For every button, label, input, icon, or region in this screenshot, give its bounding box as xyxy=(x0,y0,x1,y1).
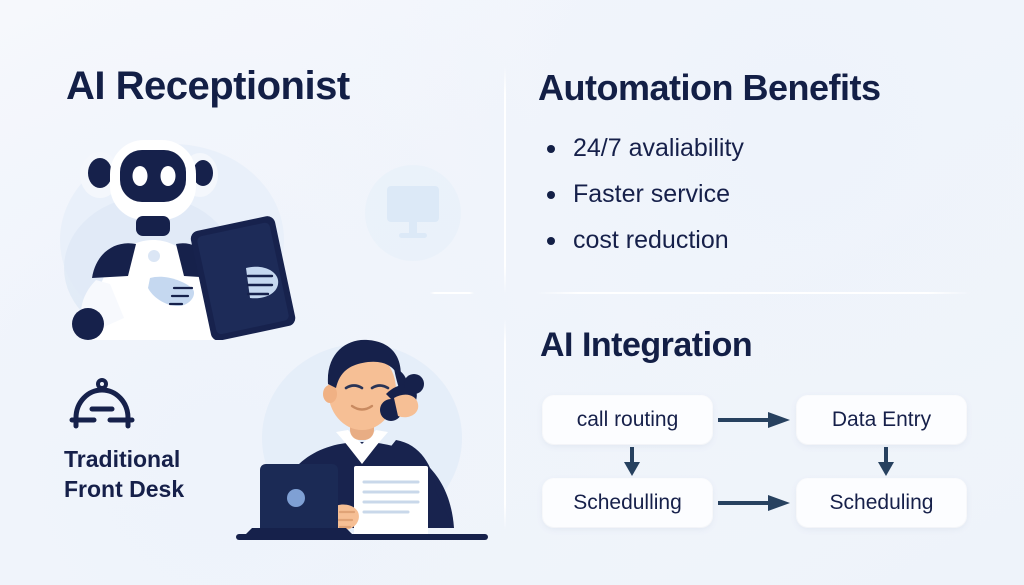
list-item: cost reduction xyxy=(540,224,744,256)
page-title: AI Receptionist xyxy=(66,64,350,108)
arrow-right-icon xyxy=(718,410,792,430)
ai-robot-illustration xyxy=(40,128,320,345)
horizontal-divider-left xyxy=(430,292,474,294)
list-item-label: 24/7 avaliability xyxy=(573,134,744,162)
receptionist-illustration xyxy=(236,332,488,547)
list-item: 24/7 avaliability xyxy=(540,132,744,164)
caption-line-1: Traditional xyxy=(64,446,181,472)
desktop-monitor-icon xyxy=(355,160,471,271)
automation-benefits-list: 24/7 avaliability Faster service cost re… xyxy=(540,132,744,270)
horizontal-divider-right xyxy=(535,292,972,294)
automation-benefits-title: Automation Benefits xyxy=(538,67,881,108)
flow-node-data-entry[interactable]: Data Entry xyxy=(797,396,966,444)
flow-node-call-routing[interactable]: call routing xyxy=(543,396,712,444)
flow-node-schedulling[interactable]: Schedulling xyxy=(543,479,712,527)
bullet-dot-icon xyxy=(547,237,555,245)
list-item-label: Faster service xyxy=(573,180,730,208)
arrow-right-icon xyxy=(718,493,792,513)
flow-node-scheduling[interactable]: Scheduling xyxy=(797,479,966,527)
caption-line-2: Front Desk xyxy=(64,476,185,502)
bullet-dot-icon xyxy=(547,191,555,199)
traditional-front-desk-caption: Traditional Front Desk xyxy=(64,444,254,504)
ai-integration-title: AI Integration xyxy=(540,326,753,364)
vertical-divider-top xyxy=(504,66,506,294)
arrow-down-icon xyxy=(618,447,646,477)
list-item: Faster service xyxy=(540,178,744,210)
service-bell-icon xyxy=(66,378,138,435)
vertical-divider-bottom xyxy=(504,318,506,530)
list-item-label: cost reduction xyxy=(573,226,729,254)
arrow-down-icon xyxy=(872,447,900,477)
bullet-dot-icon xyxy=(547,145,555,153)
